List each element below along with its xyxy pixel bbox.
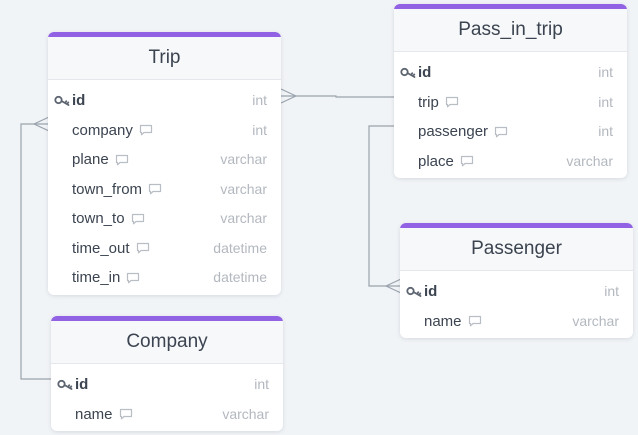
comment-icon[interactable] — [148, 183, 162, 195]
column-name-text: trip — [418, 93, 439, 111]
table-passenger[interactable]: Passenger id int name varchar — [400, 223, 633, 338]
column-row[interactable]: company int — [48, 116, 281, 146]
column-name: passenger — [418, 117, 508, 147]
column-type: int — [254, 376, 269, 392]
table-pass-in-trip[interactable]: Pass_in_trip id int trip int passenger int pla… — [394, 4, 627, 178]
primary-key-icon — [400, 58, 416, 88]
column-type: varchar — [220, 151, 267, 167]
table-company[interactable]: Company id int name varchar — [51, 316, 283, 431]
column-row[interactable]: name varchar — [51, 400, 283, 430]
column-name: place — [418, 147, 474, 177]
column-name-text: passenger — [418, 123, 489, 140]
column-type: int — [598, 93, 613, 110]
column-type: int — [252, 121, 267, 138]
column-type: int — [598, 64, 613, 80]
column-name: town_from — [72, 175, 162, 205]
primary-key-icon — [406, 277, 422, 307]
column-name: plane — [72, 145, 129, 175]
column-row[interactable]: plane varchar — [48, 145, 281, 175]
connector-trip-to-pass-in-trip — [280, 88, 395, 104]
column-name-text: id — [424, 283, 438, 300]
column-row[interactable]: id int — [48, 86, 281, 116]
comment-icon[interactable] — [139, 124, 153, 136]
comment-icon[interactable] — [136, 242, 150, 254]
primary-key-icon — [57, 370, 73, 400]
connector-passenger-to-pass-in-trip — [368, 125, 402, 294]
comment-icon[interactable] — [460, 155, 474, 167]
column-name: company — [72, 116, 153, 146]
column-name-text: time_in — [72, 269, 121, 286]
column-name: id — [424, 277, 437, 307]
primary-key-icon — [54, 86, 70, 116]
column-row[interactable]: id int — [394, 58, 627, 88]
column-name-text: id — [72, 92, 86, 109]
comment-icon[interactable] — [126, 272, 140, 284]
comment-icon[interactable] — [494, 126, 508, 138]
column-name-text: id — [418, 64, 432, 81]
column-type: int — [598, 123, 613, 139]
column-row[interactable]: passenger int — [394, 117, 627, 147]
column-name: id — [75, 370, 88, 400]
column-name-text: name — [75, 405, 113, 423]
column-row[interactable]: time_out datetime — [48, 234, 281, 264]
comment-icon[interactable] — [468, 315, 482, 327]
column-name: id — [72, 86, 85, 116]
column-row[interactable]: name varchar — [400, 307, 633, 337]
column-row[interactable]: place varchar — [394, 147, 627, 177]
column-name-text: name — [424, 312, 462, 330]
connector-company-to-trip — [20, 116, 51, 380]
column-name: time_out — [72, 234, 150, 264]
column-name: trip — [418, 88, 459, 118]
comment-icon[interactable] — [131, 213, 145, 225]
column-name: town_to — [72, 204, 145, 234]
column-row[interactable]: town_to varchar — [48, 204, 281, 234]
column-row[interactable]: id int — [400, 277, 633, 307]
column-name: id — [418, 58, 431, 88]
column-row[interactable]: trip int — [394, 88, 627, 118]
column-type: datetime — [213, 269, 267, 285]
table-title[interactable]: Pass_in_trip — [394, 4, 627, 52]
column-name-text: town_to — [72, 210, 125, 227]
column-row[interactable]: town_from varchar — [48, 175, 281, 205]
column-name: time_in — [72, 263, 140, 293]
comment-icon[interactable] — [445, 96, 459, 108]
column-name-text: company — [72, 121, 133, 139]
column-name: name — [75, 400, 133, 430]
column-row[interactable]: time_in datetime — [48, 263, 281, 293]
column-name: name — [424, 307, 482, 337]
column-name-text: place — [418, 152, 454, 170]
column-type: varchar — [220, 210, 267, 226]
column-type: varchar — [222, 405, 269, 422]
column-name-text: id — [75, 376, 89, 393]
column-row[interactable]: id int — [51, 370, 283, 400]
comment-icon[interactable] — [119, 408, 133, 420]
column-type: datetime — [213, 239, 267, 256]
column-name-text: time_out — [72, 239, 130, 257]
column-name-text: town_from — [72, 180, 143, 198]
table-title[interactable]: Trip — [48, 32, 281, 80]
column-type: int — [604, 283, 619, 299]
column-name-text: plane — [72, 151, 109, 168]
column-type: varchar — [566, 152, 613, 169]
table-title[interactable]: Passenger — [400, 223, 633, 271]
column-type: int — [252, 92, 267, 108]
column-type: varchar — [572, 312, 619, 329]
comment-icon[interactable] — [115, 154, 129, 166]
column-type: varchar — [220, 180, 267, 197]
table-title[interactable]: Company — [51, 316, 283, 364]
